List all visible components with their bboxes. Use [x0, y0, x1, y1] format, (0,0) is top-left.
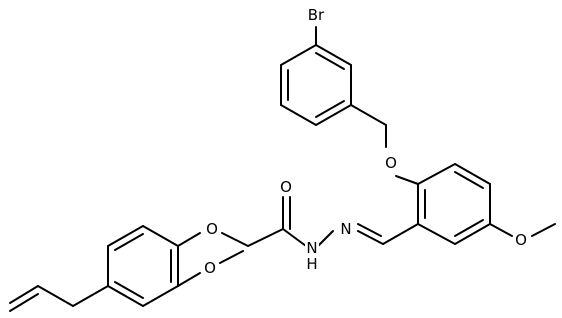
atom-label-bg-o-methoxy-bottom — [203, 259, 217, 277]
bond-ringA — [280, 44, 317, 66]
bond-OMe-bottom — [177, 272, 201, 287]
bond-allyl-double — [9, 293, 39, 312]
atom-label-o-ether-top: O — [385, 154, 397, 172]
bond-ringB-inner — [454, 219, 484, 237]
atom-label-o-methoxy-bottom: O — [204, 259, 216, 277]
bond-ringB — [417, 223, 456, 245]
bond-allyl — [37, 285, 74, 307]
atom-label-bg-br — [304, 6, 328, 24]
bond-allyl — [72, 285, 109, 307]
bond-ringC — [107, 225, 144, 247]
atom-label-o-methoxy-right: O — [515, 231, 527, 249]
bond-ringC — [107, 285, 144, 307]
bond-ringA — [315, 44, 352, 66]
bond-C-CH2 — [247, 228, 284, 247]
bond-ringB-inner — [454, 171, 484, 189]
bond-N-CO — [282, 228, 307, 247]
bond-Me-right — [531, 223, 556, 237]
bond-ringB — [454, 223, 491, 245]
bond-O-ringC — [177, 232, 201, 247]
bond-ringC — [142, 225, 179, 247]
bond-ringA-inner — [315, 52, 345, 70]
bond-ringC-inner — [114, 281, 144, 299]
bond-CH=N-double — [357, 223, 382, 237]
bond-ring-CH — [382, 223, 419, 245]
atom-label-o-carbonyl: O — [280, 178, 292, 196]
atom-label-bg-o-ether-top — [384, 154, 398, 172]
atom-label-o-ether-left: O — [206, 220, 218, 238]
bond-lines — [9, 26, 556, 312]
atom-label-bg-n-imine — [339, 220, 353, 238]
atom-label-h-hydrazide: H — [306, 255, 317, 273]
bond-CH2 — [350, 104, 387, 126]
atom-label-br: Br — [308, 6, 325, 24]
bond-ringA-inner — [315, 100, 345, 118]
atom-label-bg-o-ether-left — [205, 220, 219, 238]
bond-ringB — [417, 163, 456, 185]
bond-O-ringB — [395, 175, 419, 185]
bond-Me-bottom — [219, 250, 244, 264]
bond-OMe-right — [489, 223, 513, 237]
atom-label-n-hydrazide: N — [306, 239, 317, 257]
bond-ringC — [142, 285, 179, 307]
bond-ringC-inner — [114, 233, 144, 251]
bond-CH=N — [357, 230, 384, 245]
atom-label-bg-n-hydrazide — [305, 239, 319, 257]
bond-CH2-O — [221, 232, 249, 247]
bond-ringA — [315, 104, 352, 126]
bond-ringA — [280, 104, 317, 126]
atom-label-bg-h-hydrazide — [305, 255, 319, 273]
bond-allyl-double — [9, 285, 39, 304]
atom-label-bg-o-methoxy-right — [514, 231, 528, 249]
bond-ringB — [454, 163, 491, 185]
atom-label-n-imine: N — [340, 220, 351, 238]
bond-N-N — [317, 230, 334, 247]
atom-label-bg-o-carbonyl — [279, 178, 293, 196]
